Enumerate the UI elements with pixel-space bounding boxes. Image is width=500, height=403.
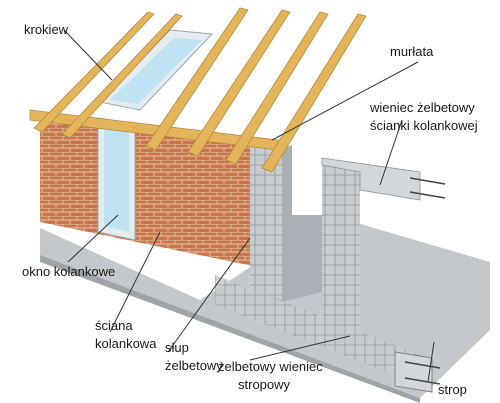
knee-wall-ring-beam-rebars [409, 177, 446, 199]
floor-ring-beam-end [394, 351, 433, 393]
leader-okno [67, 214, 119, 263]
knee-wall-ring-beam-column [322, 165, 360, 330]
label-wieniec-line2: ścianki kolankowej [370, 118, 478, 133]
rafter [145, 7, 249, 151]
label-sciana-line1: ściana [95, 318, 133, 333]
label-slup-line1: słup [165, 340, 189, 355]
leader-lines [63, 29, 435, 383]
label-slup-line2: żelbetowy [165, 358, 223, 373]
label-krokiew: krokiew [24, 22, 69, 37]
label-stropowy-line2: stropowy [238, 377, 291, 392]
leader-krokiew [63, 29, 113, 81]
concrete-column [250, 140, 282, 300]
rafter [61, 13, 183, 139]
label-okno: okno kolankowe [22, 264, 115, 279]
leader-slup [167, 237, 251, 353]
floor-slab-edge [40, 255, 420, 403]
knee-wall-ring-beam-top [321, 157, 421, 201]
concrete-column-side [282, 145, 292, 300]
leader-murlata [271, 61, 419, 141]
rafter [225, 11, 329, 165]
leader-wieniec [379, 119, 403, 186]
floor-ring-beam [215, 275, 420, 385]
floor-ring-beam-rebars [404, 361, 441, 385]
rafters [33, 7, 367, 173]
label-sciana-line2: kolankowa [95, 336, 157, 351]
brick-knee-wall [40, 118, 262, 268]
label-murlata: murłata [390, 44, 434, 59]
leader-strop [427, 341, 435, 383]
rafter [33, 11, 155, 133]
label-stropowy-line1: żelbetowy wieniec [218, 359, 323, 374]
label-strop: strop [438, 382, 467, 397]
rafter [187, 9, 291, 157]
leader-sciana [109, 231, 161, 333]
knee-window-glass [104, 128, 129, 232]
rafter [261, 13, 367, 173]
roof-window-glass [110, 38, 202, 104]
label-wieniec-line1: wieniec żelbetowy [369, 100, 475, 115]
leader-stropowy [249, 335, 351, 361]
